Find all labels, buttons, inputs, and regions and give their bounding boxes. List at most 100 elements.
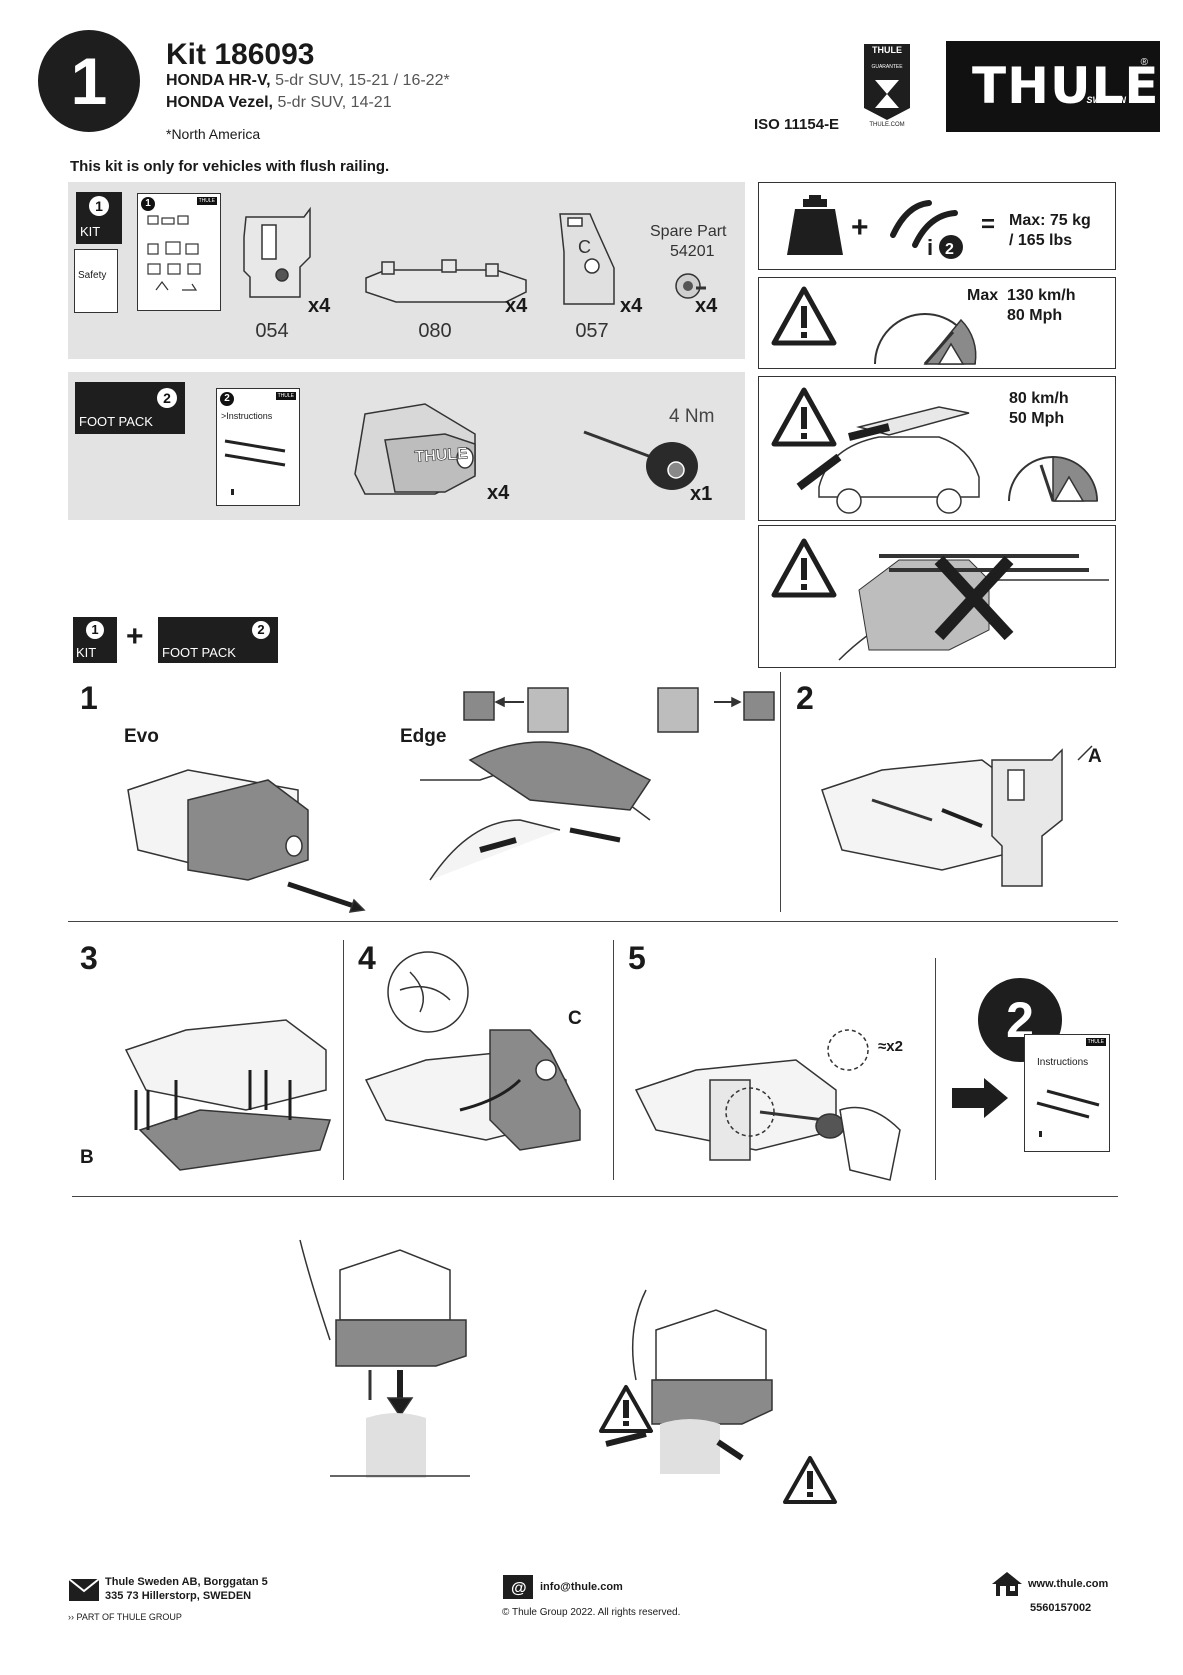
part-054-qty: x4 (308, 295, 331, 317)
row-divider-2 (72, 1196, 1118, 1197)
foot-seated-drawing (605, 1289, 773, 1474)
warning-triangle-icon (771, 286, 837, 346)
step-3-4-divider (343, 940, 344, 1180)
speedometer-icon (874, 313, 977, 365)
speed-warning-box: Max 130 km/h 80 Mph (758, 277, 1116, 369)
foot-sheet-label: >Instructions (221, 411, 273, 421)
kit-sheet-drawings (147, 215, 201, 291)
svg-text:2: 2 (945, 241, 954, 258)
cargo-speed-mph: 50 Mph (1009, 410, 1065, 427)
thule-logo: THULE SWEDEN ® (946, 41, 1160, 132)
guarantee-top-text: THULE (872, 45, 902, 55)
warning-triangle-icon (783, 1456, 837, 1504)
warning-triangle-icon (771, 387, 837, 447)
weight-icon (787, 195, 843, 255)
combo-kit-label: KIT (76, 645, 97, 660)
tool-qty: x1 (690, 483, 713, 505)
address-line-1: Thule Sweden AB, Borggatan 5 (105, 1576, 268, 1588)
load-max-kg: Max: 75 kg (1009, 212, 1091, 229)
part-080-code: 080 (418, 320, 452, 342)
foot-pack-box-icon: 2 FOOT PACK (75, 382, 185, 434)
kit-sheet-brand: THULE (196, 197, 217, 205)
safety-sheet-label: Safety (78, 270, 107, 281)
iso-standard: ISO 11154-E (754, 116, 840, 133)
label-b: B (80, 1147, 94, 1168)
step-1-number: 1 (80, 680, 98, 716)
foot-pack-instructions-sheet: 2 THULE >Instructions (216, 388, 300, 506)
car-with-load-drawing (796, 406, 980, 514)
foot-unit-drawing: THULE (354, 403, 476, 495)
spare-screw-drawing (675, 273, 706, 299)
spare-part-code: 54201 (670, 243, 715, 260)
next-step-badge: 2 (978, 978, 1062, 1062)
part-080-qty: x4 (505, 295, 528, 317)
website-link[interactable]: www.thule.com (1028, 1578, 1109, 1590)
times-two-label: ≈x2 (878, 1038, 903, 1055)
spare-part-title: Spare Part (650, 223, 727, 240)
vehicle-name-1: HONDA HR-V, (166, 72, 271, 89)
at-sign-icon: @ (503, 1575, 533, 1599)
row-divider-1 (68, 921, 1118, 922)
chevron-right-icon: ›› (68, 1612, 77, 1622)
combo-foot-pack-label: FOOT PACK (162, 645, 236, 660)
no-roof-load-drawing (838, 554, 1109, 661)
step-4-number: 4 (358, 940, 376, 976)
label-c: C (568, 1008, 582, 1029)
foot-sheet-brand: THULE (275, 392, 296, 400)
step-5-number: 5 (628, 940, 646, 976)
load-max-lbs: / 165 lbs (1009, 232, 1073, 249)
right-arrow-icon (952, 1078, 1008, 1118)
part-054-code: 054 (255, 320, 289, 342)
roof-bars-info-icon: i 2 (890, 200, 963, 260)
address-line-2: 335 73 Hillerstorp, SWEDEN (105, 1590, 252, 1602)
combo-kit-icon: 1 KIT (73, 617, 117, 663)
load-warning-box: + i 2 = Max: 75 kg / 165 lbs (758, 182, 1116, 270)
thule-logo-word: THULE (972, 57, 1160, 115)
thule-group-line: ›› PART OF THULE GROUP (68, 1612, 182, 1622)
screw-tighten-drawing (634, 1029, 901, 1181)
kit-instructions-sheet: 1 THULE (137, 193, 221, 311)
kit-box-number: 1 (89, 196, 109, 216)
foot-sheet-bars-drawing (224, 439, 286, 495)
part-057-qty: x4 (620, 295, 643, 317)
bracket-attach-drawing (821, 745, 1093, 887)
foot-sheet-number: 2 (220, 392, 234, 406)
edge-foot-drawing (420, 687, 775, 881)
step-number-badge: 1 (38, 30, 140, 132)
thule-group-text: PART OF THULE GROUP (76, 1612, 182, 1622)
foot-placement-drawing (299, 1239, 470, 1478)
clamp-057-drawing: C (559, 213, 615, 305)
part-057-code: 057 (575, 320, 609, 342)
svg-text:i: i (927, 235, 933, 260)
foot-qty: x4 (487, 482, 510, 504)
kit-box-icon: 1 KIT (76, 192, 122, 244)
kit-box-label: KIT (80, 224, 101, 239)
vehicle-line-1: HONDA HR-V, 5-dr SUV, 15-21 / 16-22* (166, 72, 450, 90)
guarantee-mid-text: GUARANTEE (871, 64, 903, 70)
edge-label: Edge (400, 726, 447, 747)
evo-foot-drawing (127, 769, 366, 913)
thule-logo-sub: SWEDEN (1086, 95, 1126, 105)
mail-icon (68, 1578, 100, 1601)
next-sheet-bars-drawing (1036, 1089, 1100, 1137)
copyright-text: © Thule Group 2022. All rights reserved. (502, 1607, 681, 1618)
vehicle-desc-1: 5-dr SUV, 15-21 / 16-22* (275, 72, 450, 89)
flush-railing-note: This kit is only for vehicles with flush… (70, 158, 390, 175)
speedometer-icon (1008, 456, 1098, 502)
speed-max-mph: 80 Mph (1007, 307, 1063, 324)
combo-foot-pack-icon: 2 FOOT PACK (158, 617, 278, 663)
torque-tool-drawing (583, 430, 698, 490)
kit-sheet-number: 1 (141, 197, 155, 211)
home-icon (992, 1572, 1022, 1596)
guarantee-seal: THULE GUARANTEE THULE.COM (862, 42, 912, 128)
speed-max-label: Max (967, 287, 999, 304)
step-5-next-divider (935, 958, 936, 1180)
step-3-number: 3 (80, 940, 98, 976)
combo-foot-pack-number: 2 (252, 621, 270, 639)
svg-text:@: @ (511, 1580, 527, 1597)
thule-logo-reg: ® (1140, 57, 1148, 68)
vehicle-desc-2: 5-dr SUV, 14-21 (277, 94, 392, 111)
document-number: 5560157002 (1030, 1602, 1092, 1614)
vehicle-line-2: HONDA Vezel, 5-dr SUV, 14-21 (166, 94, 392, 112)
contact-email[interactable]: info@thule.com (540, 1581, 623, 1593)
